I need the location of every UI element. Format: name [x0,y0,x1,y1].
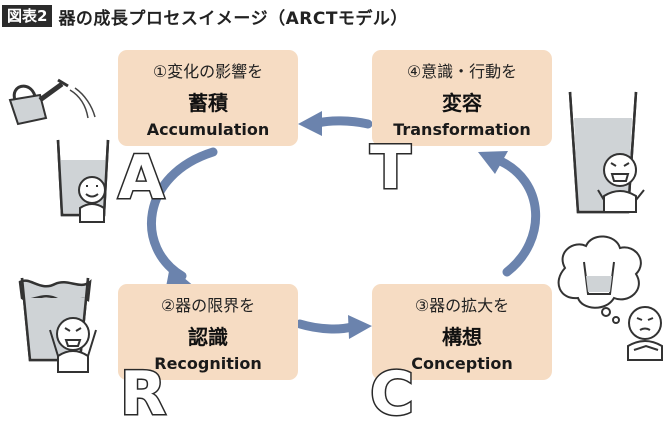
arrow-t-to-a [313,116,373,129]
letter-t: T [369,133,413,203]
thought-bubble-icon [557,235,642,324]
water-drops-icon [69,87,96,119]
stage-english: Conception [411,353,513,373]
watering-can-icon [8,78,69,126]
figure-badge: 図表2 [2,5,53,27]
grinning-person-icon [597,153,645,213]
stage-box-recognition: ②器の限界を 認識 Recognition [118,284,298,380]
stage-subtitle: ②器の限界を [160,295,256,315]
stressed-person-icon [49,317,97,373]
stage-english: Recognition [154,353,262,373]
arrowhead-t-to-a [298,111,322,136]
stage-subtitle: ①変化の影響を [152,61,264,81]
letter-r: R [118,359,167,429]
stage-name: 蓄積 [188,90,228,115]
arrowhead-c-to-t [478,151,508,174]
arrow-r-to-c [295,319,357,334]
stage-subtitle: ③器の拡大を [414,295,510,315]
glass-small-icon [56,139,110,217]
thinking-person-icon [627,306,663,361]
arrowhead-r-to-c [348,315,372,339]
stage-english: Transformation [393,119,531,139]
stage-name: 認識 [188,324,228,349]
letter-a: A [116,143,165,213]
stage-name: 構想 [442,324,482,349]
stage-box-accumulation: ①変化の影響を 蓄積 Accumulation [118,50,298,146]
figure-title: 器の成長プロセスイメージ（ARCTモデル） [58,8,408,29]
stage-name: 変容 [442,90,482,115]
arrowhead-a-to-r [166,266,196,288]
stage-subtitle: ④意識・行動を [406,61,518,81]
letter-c: C [368,359,415,429]
arrow-c-to-t [493,155,541,277]
stage-box-transformation: ④意識・行動を 変容 Transformation [372,50,552,146]
arrow-a-to-r [147,147,218,281]
stage-english: Accumulation [146,119,270,139]
smiling-person-icon [78,176,106,223]
stage-box-conception: ③器の拡大を 構想 Conception [372,284,552,380]
figure-title-bar: 図表2 器の成長プロセスイメージ（ARCTモデル） [2,4,408,29]
